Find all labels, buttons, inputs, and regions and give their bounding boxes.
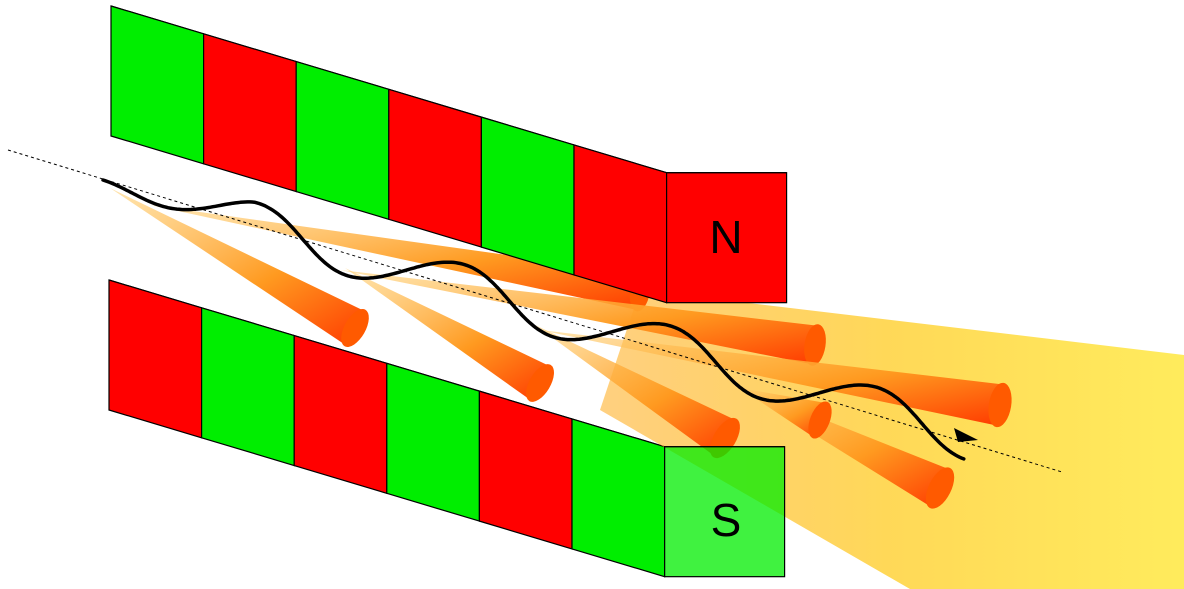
radiation-cone-cap — [988, 382, 1012, 428]
radiation-cone — [345, 268, 550, 400]
radiation-cone-cap — [925, 467, 955, 509]
magnet-block — [478, 390, 573, 550]
magnet-block — [293, 334, 388, 495]
beam-axis — [7, 149, 1063, 473]
radiation-cone — [535, 325, 736, 456]
magnet-block — [108, 279, 203, 439]
lower-magnet-array — [108, 279, 666, 578]
south-pole-face — [663, 446, 786, 578]
magnet-block — [386, 362, 480, 522]
arrowhead-icon — [954, 428, 978, 442]
radiation-cone — [110, 188, 365, 345]
magnet-block — [201, 306, 295, 467]
radiation-cone-cap — [526, 364, 554, 402]
radiation-cone-cap — [804, 324, 826, 366]
north-magnet-end — [665, 172, 788, 304]
electron-path — [101, 178, 966, 461]
magnet-block — [571, 418, 666, 578]
magnet-block — [110, 5, 205, 165]
south-magnet-end — [663, 446, 786, 578]
radiation-cone — [340, 270, 819, 365]
radiation-cone-cap — [341, 309, 369, 347]
north-pole-label: N — [709, 211, 742, 263]
radiation-cone — [540, 330, 1004, 426]
upper-magnet-array — [110, 5, 788, 304]
south-pole-label: S — [711, 494, 742, 546]
radiation-cone-cap — [808, 401, 832, 439]
